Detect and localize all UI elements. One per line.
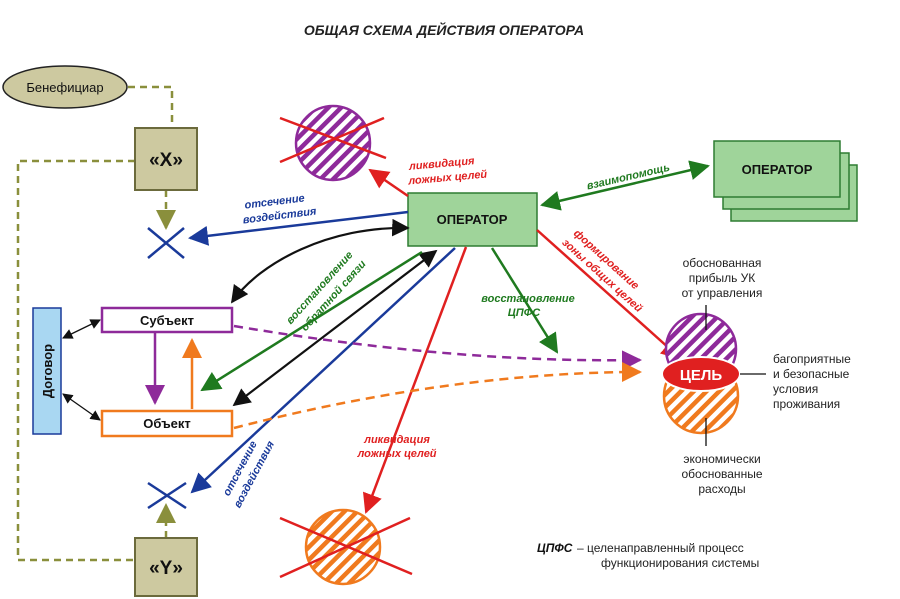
contract-links — [62, 319, 101, 421]
liquidation-bottom-arrow — [362, 246, 468, 514]
liquidation-bottom-label-1: ликвидация — [363, 434, 430, 446]
conditions-note-3: условия — [773, 382, 818, 396]
mutual-help-arrow — [540, 160, 710, 211]
conditions-note-4: проживания — [773, 397, 840, 411]
liquidation-bottom-label-2: ложных целей — [356, 448, 436, 460]
y-label: «Y» — [149, 558, 183, 579]
operator-main-label: ОПЕРАТОР — [437, 212, 508, 227]
conditions-note-1: багоприятные — [773, 352, 851, 366]
operator-main-node[interactable] — [407, 192, 538, 247]
profit-note-2: прибыль УК — [689, 271, 756, 285]
x-label: «X» — [149, 150, 183, 171]
subject-to-goal-dashed — [233, 324, 642, 371]
x-node[interactable] — [134, 127, 198, 191]
subject-label: Субъект — [140, 313, 194, 328]
contract-node[interactable] — [32, 307, 62, 435]
cpfs-abbreviation: ЦПФС — [537, 541, 573, 555]
conditions-note-2: и безопасные — [773, 367, 850, 381]
object-to-goal-dashed — [233, 362, 642, 430]
cpfs-definition-1: – целенаправленный процесс — [577, 541, 744, 555]
y-node[interactable] — [134, 537, 198, 597]
beneficiary-node[interactable] — [2, 65, 128, 109]
profit-note-1: обоснованная — [683, 256, 762, 270]
feedback-arrow-object — [232, 249, 438, 407]
expenses-note-2: обоснованные — [682, 467, 763, 481]
false-goal-top — [294, 104, 372, 182]
blocked-influence-mark-top — [147, 227, 185, 259]
diagram-title: ОБЩАЯ СХЕМА ДЕЙСТВИЯ ОПЕРАТОРА — [304, 21, 584, 38]
object-node[interactable] — [100, 409, 234, 438]
operator-other-node[interactable] — [713, 140, 841, 198]
blocked-influence-mark-bottom — [147, 481, 187, 510]
false-goal-bottom-cross — [279, 516, 413, 579]
false-goal-top-cross — [279, 116, 387, 164]
profit-note-3: от управления — [682, 286, 763, 300]
cpfs-definition-2: функционирования системы — [601, 556, 759, 570]
restore-feedback-arrow — [200, 250, 423, 392]
liquidation-top-arrow — [368, 168, 409, 198]
restore-cpfs-label-1: восстановление — [481, 293, 575, 305]
restore-cpfs-label-2: ЦПФС — [508, 307, 542, 319]
goal-label: ЦЕЛЬ — [680, 367, 722, 384]
restore-cpfs-arrow — [490, 247, 559, 354]
forming-zone-arrow — [536, 229, 682, 360]
subject-node[interactable] — [100, 306, 234, 334]
false-goal-bottom — [304, 508, 382, 586]
operator-other-label: ОПЕРАТОР — [742, 162, 813, 177]
beneficiary-label: Бенефициар — [26, 80, 103, 95]
liquidation-top-label-1: ликвидация — [407, 155, 475, 173]
contract-label: Договор — [40, 344, 55, 398]
expenses-note-1: экономически — [683, 452, 760, 466]
beneficiary-links — [16, 85, 176, 562]
object-label: Объект — [143, 416, 191, 431]
expenses-note-3: расходы — [698, 482, 745, 496]
